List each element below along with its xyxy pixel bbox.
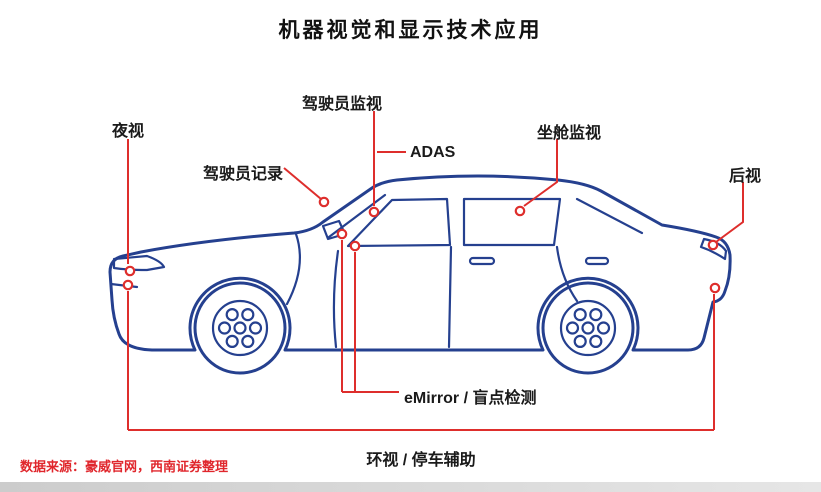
rear-door-window bbox=[462, 197, 562, 247]
horizontal-scrollbar[interactable] bbox=[0, 482, 821, 492]
label-adas: ADAS bbox=[410, 144, 456, 161]
front-door-window bbox=[346, 197, 452, 248]
sensor-dot-cabin-monitor bbox=[514, 205, 526, 217]
sensor-dot-driver-record bbox=[318, 196, 330, 208]
car-illustration bbox=[108, 174, 732, 375]
rear-door-seam bbox=[555, 245, 579, 303]
sensor-dot-surround-front bbox=[122, 279, 134, 291]
label-night-vision: 夜视 bbox=[111, 123, 145, 140]
data-source-note: 数据来源：豪威官网，西南证券整理 bbox=[20, 459, 229, 474]
label-rear-view: 后视 bbox=[729, 168, 762, 185]
label-driver-record: 驾驶员记录 bbox=[203, 166, 284, 183]
front-wheel bbox=[193, 281, 287, 375]
driver-record-pointer-line bbox=[283, 167, 322, 200]
headlight bbox=[112, 254, 166, 272]
car-body-outline bbox=[108, 174, 732, 352]
sensor-dot-surround-rear bbox=[709, 282, 721, 294]
rear-door-handle bbox=[584, 256, 610, 266]
front-fender-crease bbox=[285, 232, 301, 306]
front-door-handle bbox=[468, 256, 496, 266]
sensor-dot-rear-view bbox=[707, 239, 719, 251]
sensor-dot-blind-spot bbox=[349, 240, 361, 252]
page-title: 机器视觉和显示技术应用 bbox=[278, 19, 543, 42]
annotation-lines bbox=[127, 111, 744, 431]
windshield-line bbox=[327, 193, 387, 239]
label-emirror-blind-spot: eMirror / 盲点检测 bbox=[404, 390, 537, 407]
front-door-seam bbox=[332, 249, 340, 349]
sensor-dot-night-vision bbox=[124, 265, 136, 277]
rear-wheel bbox=[541, 281, 635, 375]
rear-view-pointer-line bbox=[715, 182, 744, 243]
sensor-dot-driver-monitor bbox=[368, 206, 380, 218]
sensor-dots bbox=[122, 196, 721, 294]
label-surround-parking: 环视 / 停车辅助 bbox=[366, 452, 476, 469]
b-pillar-seam bbox=[447, 245, 453, 349]
sensor-dot-emirror bbox=[336, 228, 348, 240]
label-cabin-monitor: 坐舱监视 bbox=[537, 125, 602, 142]
c-pillar-line bbox=[575, 197, 644, 235]
cabin-monitor-pointer-line bbox=[523, 139, 558, 207]
label-driver-monitor: 驾驶员监视 bbox=[302, 96, 383, 113]
